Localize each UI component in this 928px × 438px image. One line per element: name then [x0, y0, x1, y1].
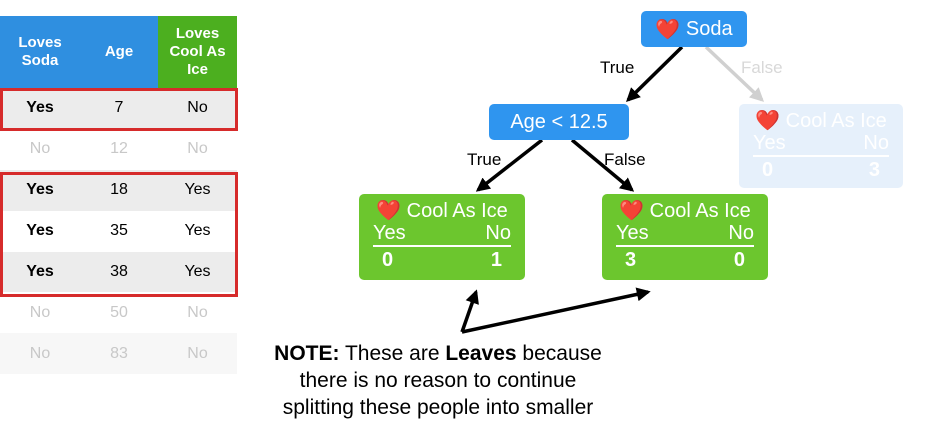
leaf-yes-label: Yes [753, 132, 786, 154]
edge-age-false [570, 138, 635, 192]
cell-loves-soda: Yes [26, 263, 54, 280]
table-row: Yes 35 Yes [0, 211, 237, 252]
rows-highlight-box [0, 172, 238, 297]
cell-age: 38 [110, 263, 128, 280]
table-row: No 50 No [0, 292, 237, 334]
note-arrow-left [460, 289, 479, 333]
note-text-2: because [516, 342, 602, 365]
data-table: Loves Soda Age Loves Cool As Ice Yes 7 N… [0, 16, 237, 375]
faded-leaf-node: ❤️ Cool As Ice Yes No 0 3 [739, 104, 903, 188]
note-text-1: These are [339, 342, 446, 365]
note-line-1: NOTE: These are Leaves because [228, 340, 648, 367]
leaf-node-right: ❤️ Cool As Ice Yes No 3 0 [602, 194, 768, 280]
age-node: Age < 12.5 [489, 104, 629, 140]
leaf-no-label: No [728, 222, 754, 244]
root-node-label: Soda [685, 17, 733, 40]
header-age: Age [80, 16, 158, 88]
cell-loves-cool-as-ice: No [187, 99, 208, 117]
cell-loves-cool-as-ice: Yes [184, 263, 211, 280]
edge-root-true [626, 45, 684, 102]
table-row: No 83 No [0, 333, 237, 375]
leaf-yes-count: 3 [625, 249, 637, 271]
leaf-yes-label: Yes [616, 222, 649, 244]
note-line-2: there is no reason to continue [299, 369, 577, 392]
cell-loves-soda: No [29, 344, 51, 362]
edge-label-false: False [604, 150, 646, 169]
edge-label-true: True [467, 150, 502, 169]
cell-loves-soda: No [29, 303, 51, 321]
cell-loves-cool-as-ice: No [187, 344, 208, 362]
cell-age: 12 [110, 140, 128, 158]
heart-icon: ❤️ [619, 200, 645, 222]
cell-loves-soda: Yes [26, 181, 54, 199]
cell-loves-soda: No [29, 140, 51, 158]
table-row: Yes 38 Yes [0, 251, 237, 293]
header-loves-soda: Loves Soda [0, 16, 80, 88]
leaf-no-count: 0 [733, 249, 745, 271]
leaf-no-count: 1 [490, 249, 502, 271]
leaf-no-label: No [485, 222, 511, 244]
header-loves-cool-as-ice: Loves Cool As Ice [158, 16, 237, 88]
cell-loves-cool-as-ice: Yes [184, 222, 211, 240]
heart-icon: ❤️ [376, 200, 402, 222]
row-highlight-box [0, 88, 238, 131]
leaf-divider [373, 245, 511, 247]
cell-age: 83 [110, 344, 128, 362]
cell-loves-cool-as-ice: No [187, 303, 208, 321]
leaf-no-label: No [863, 132, 889, 154]
table-header: Loves Soda Age Loves Cool As Ice [0, 16, 237, 88]
cell-loves-soda: Yes [26, 99, 54, 117]
heart-icon: ❤️ [755, 110, 781, 132]
note-line-3: splitting these people into smaller [282, 396, 594, 419]
table-row: Yes 7 No [0, 88, 237, 129]
edge-root-false [704, 45, 765, 102]
cell-loves-cool-as-ice: No [187, 140, 208, 158]
edge-age-true [475, 138, 544, 192]
cell-age: 50 [110, 303, 128, 321]
table-row: Yes 18 Yes [0, 169, 237, 211]
edge-label-true: True [600, 58, 635, 77]
note-bold-leaves: Leaves [445, 342, 517, 365]
cell-age: 35 [110, 222, 128, 240]
cell-loves-cool-as-ice: Yes [184, 181, 211, 199]
leaf-node-left: ❤️ Cool As Ice Yes No 0 1 [359, 194, 525, 280]
note-arrow-right [461, 287, 651, 334]
leaf-title: Cool As Ice [785, 110, 887, 132]
leaf-title: Cool As Ice [406, 200, 508, 222]
cell-loves-soda: Yes [26, 222, 54, 240]
leaf-yes-label: Yes [373, 222, 406, 244]
cell-age: 7 [114, 99, 124, 117]
heart-icon: ❤️ [655, 18, 681, 41]
root-node-soda: ❤️ Soda [641, 11, 747, 47]
leaf-yes-count: 0 [382, 249, 394, 271]
note-prefix: NOTE: [274, 342, 340, 365]
table-row: No 12 No [0, 128, 237, 170]
leaf-yes-count: 0 [762, 159, 774, 181]
note-text: NOTE: These are Leaves because there is … [228, 340, 648, 421]
age-node-label: Age < 12.5 [510, 110, 608, 133]
leaf-divider [753, 155, 889, 157]
edge-label-false: False [741, 58, 783, 77]
leaf-title: Cool As Ice [649, 200, 751, 222]
leaf-divider [616, 245, 754, 247]
cell-age: 18 [110, 181, 128, 199]
leaf-no-count: 3 [868, 159, 880, 181]
